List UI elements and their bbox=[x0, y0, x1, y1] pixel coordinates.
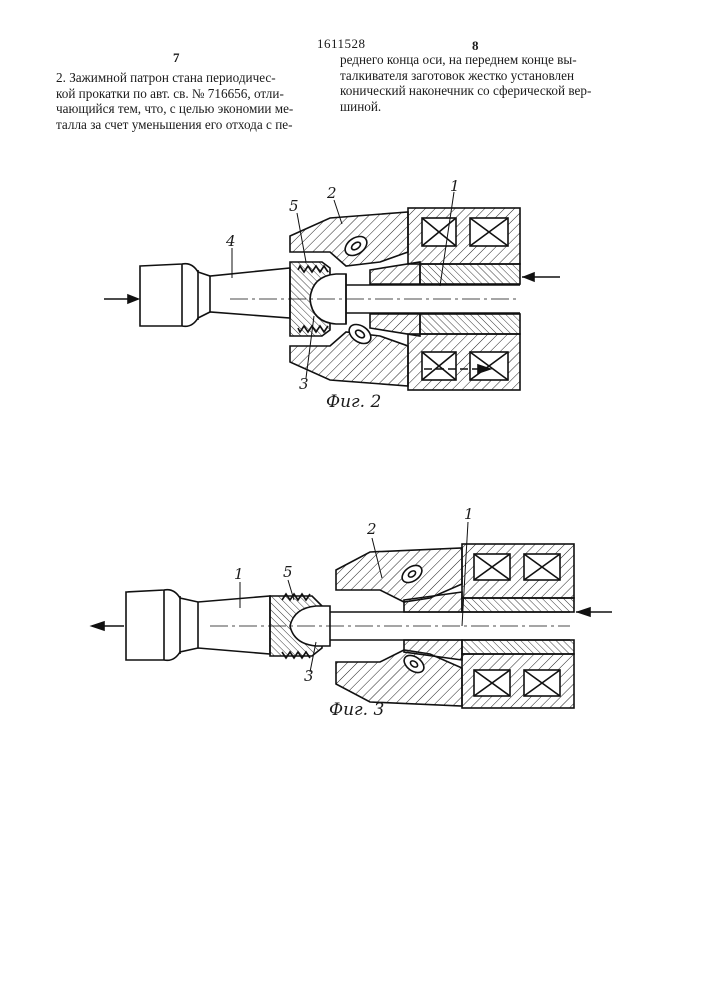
right-column-text: реднего конца оси, на переднем конце вы-… bbox=[340, 52, 605, 114]
fig2-label-5: 5 bbox=[289, 197, 299, 215]
patent-number: 1611528 bbox=[317, 36, 366, 52]
left-line: талла за счет уменьшения его отхода с пе… bbox=[56, 117, 316, 133]
left-line: 2. Зажимной патрон стана периодичес- bbox=[56, 70, 316, 86]
right-line: реднего конца оси, на переднем конце вы- bbox=[340, 52, 605, 68]
figure-3-caption: Фиг. 3 bbox=[329, 700, 384, 720]
left-line: чающийся тем, что, с целью экономии ме- bbox=[56, 101, 316, 117]
fig2-label-4: 4 bbox=[226, 232, 236, 250]
fig2-label-1: 1 bbox=[450, 177, 460, 195]
figure-2-caption: Фиг. 2 bbox=[326, 392, 381, 412]
fig3-label-5: 5 bbox=[283, 563, 293, 581]
fig2-label-2: 2 bbox=[327, 184, 337, 202]
right-line: талкивателя заготовок жестко установлен bbox=[340, 68, 605, 84]
fig3-label-3: 3 bbox=[304, 667, 314, 685]
fig3-label-2: 2 bbox=[367, 520, 377, 538]
figure-3-drawing bbox=[0, 510, 707, 710]
fig3-label-1-shaft: 1 bbox=[464, 505, 474, 523]
left-column-text: 2. Зажимной патрон стана периодичес- кой… bbox=[56, 70, 316, 132]
fig3-label-1-handle: 1 bbox=[234, 565, 244, 583]
figure-2-drawing bbox=[0, 170, 707, 430]
right-line: конический наконечник со сферической вер… bbox=[340, 83, 605, 99]
fig2-label-3: 3 bbox=[299, 375, 309, 393]
left-line: кой прокатки по авт. св. № 716656, отли- bbox=[56, 86, 316, 102]
right-line: шиной. bbox=[340, 99, 605, 115]
page-number-left: 7 bbox=[173, 50, 180, 66]
